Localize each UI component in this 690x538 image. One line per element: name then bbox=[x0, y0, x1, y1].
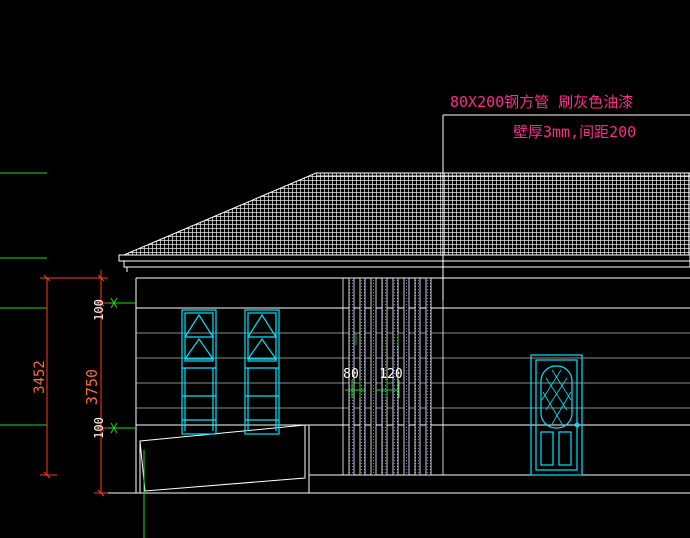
door-knob-icon bbox=[574, 422, 580, 428]
dim-wall-height: 3452 bbox=[32, 360, 48, 394]
dimension-guides bbox=[108, 297, 400, 434]
dim-top-band: 100 bbox=[92, 299, 106, 321]
annotation-note-line1: 80X200钢方管 刷灰色油漆 bbox=[450, 93, 633, 111]
window-right[interactable] bbox=[244, 309, 280, 435]
dim-overall-height: 3750 bbox=[83, 369, 101, 405]
door[interactable] bbox=[530, 354, 583, 476]
dim-tube-width: 80 bbox=[343, 367, 359, 382]
dimension-lines bbox=[40, 270, 122, 497]
annotation-note-line2: 壁厚3mm,间距200 bbox=[513, 123, 636, 141]
window-left[interactable] bbox=[181, 309, 217, 435]
steel-tube-screen bbox=[342, 277, 444, 476]
roof bbox=[123, 172, 690, 256]
eave-fascia bbox=[118, 254, 690, 272]
entrance-ramp bbox=[139, 424, 306, 493]
dim-bottom-band: 100 bbox=[92, 417, 106, 439]
annotation-leader bbox=[442, 114, 690, 300]
left-guide-lines bbox=[0, 172, 47, 426]
wall bbox=[108, 277, 690, 494]
dim-tube-gap: 120 bbox=[379, 367, 402, 382]
